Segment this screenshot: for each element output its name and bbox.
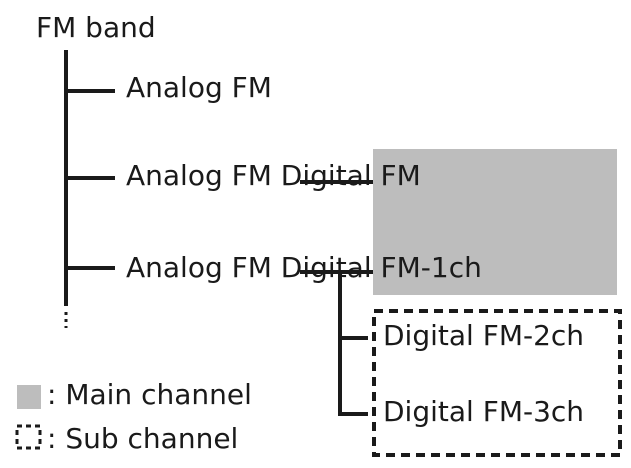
branch-analog-digital-fm: Analog FM Digital FM bbox=[126, 159, 421, 192]
branch-analog-digital-fm-1ch: Analog FM Digital FM-1ch bbox=[126, 251, 482, 284]
branch-analog-fm: Analog FM bbox=[126, 71, 272, 104]
main-channel-block bbox=[373, 149, 617, 295]
legend-main-swatch bbox=[17, 385, 41, 409]
sub-digital-fm-3ch: Digital FM-3ch bbox=[383, 395, 585, 428]
root-label: FM band bbox=[36, 11, 156, 44]
sub-digital-fm-2ch: Digital FM-2ch bbox=[383, 319, 585, 352]
legend-main-label: : Main channel bbox=[47, 378, 252, 411]
legend-sub-label: : Sub channel bbox=[47, 422, 239, 455]
